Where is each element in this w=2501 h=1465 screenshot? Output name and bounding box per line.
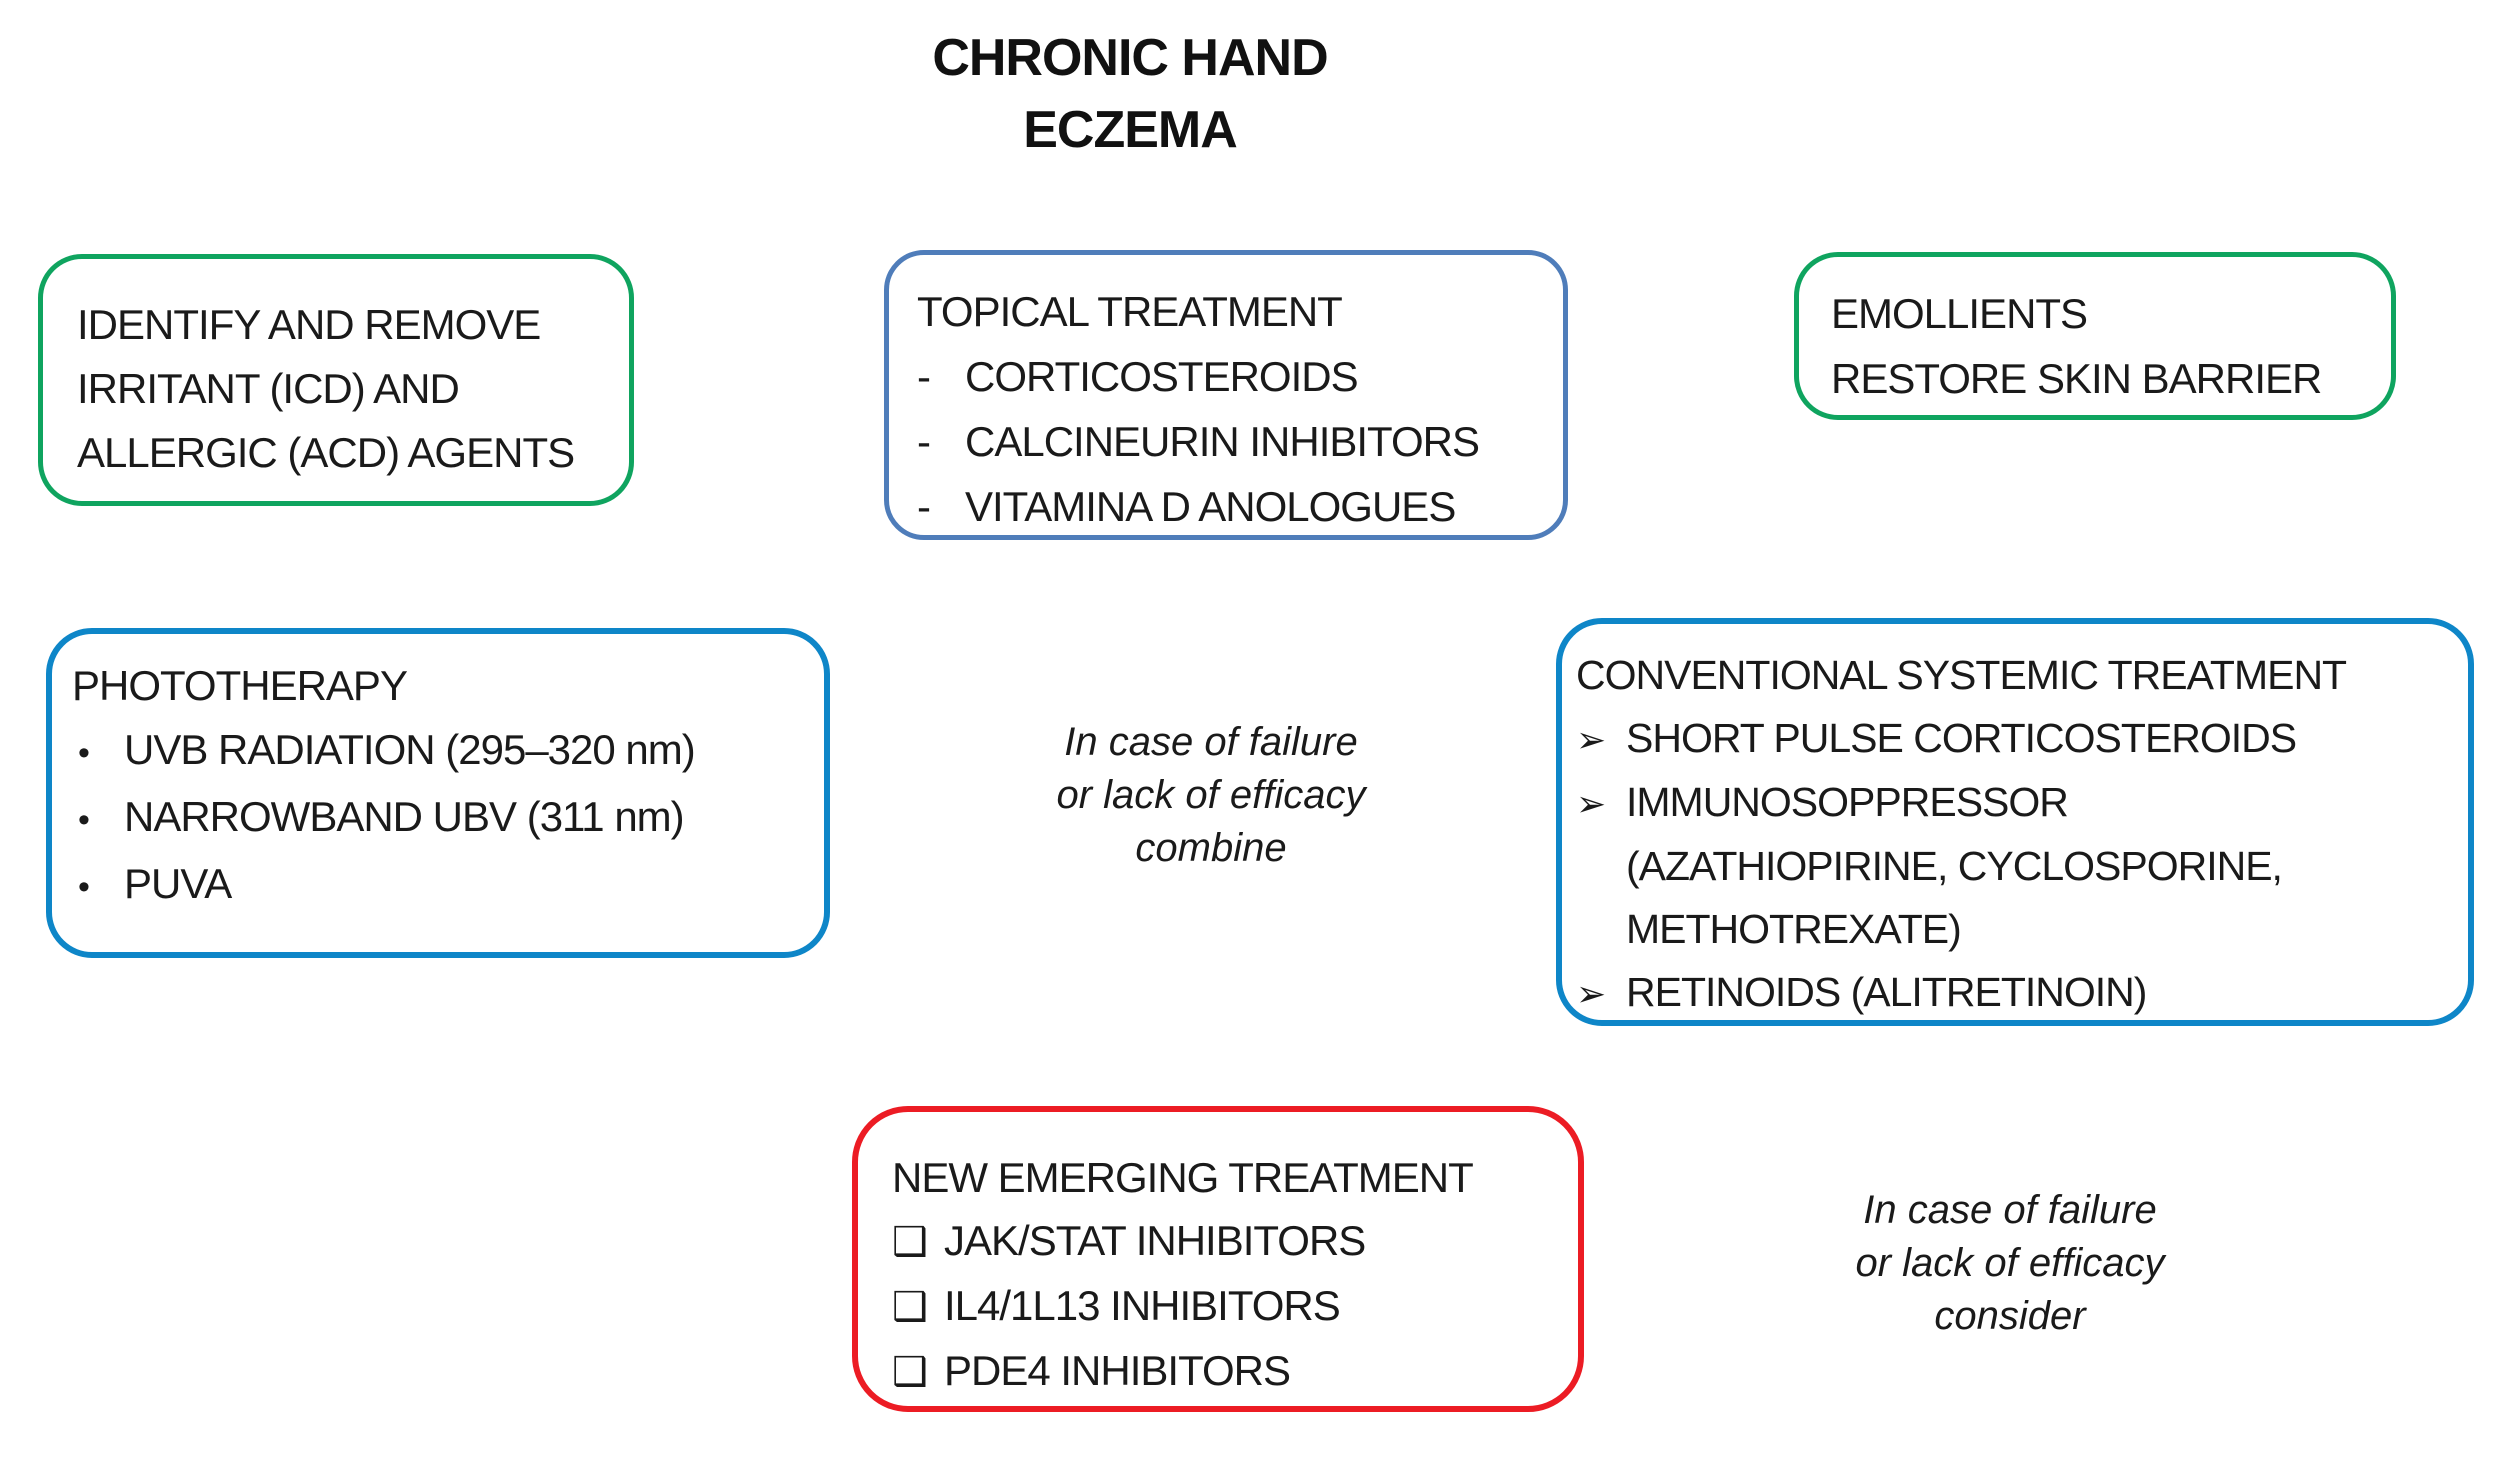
checkbox-bullet-icon: ❑ (892, 1350, 928, 1394)
arrow-bullet-icon: ➢ (1576, 719, 1606, 760)
note-line: or lack of efficacy (1056, 773, 1366, 817)
failure-consider-note: In case of failure or lack of efficacy c… (1830, 1184, 2190, 1343)
dot-bullet-icon: • (78, 868, 90, 906)
list-item: • NARROWBAND UBV (311 nm) (72, 785, 818, 852)
note-line: In case of failure (1064, 720, 1358, 764)
conventional-item-label: (AZATHIOPIRINE, CYCLOSPORINE, (1626, 843, 2283, 889)
emollients-box-line: RESTORE SKIN BARRIER (1831, 355, 2322, 402)
conventional-systemic-treatment-box: CONVENTIONAL SYSTEMIC TREATMENT ➢ SHORT … (1556, 618, 2474, 1026)
arrow-bullet-icon: ➢ (1576, 973, 1606, 1014)
note-line: In case of failure (1863, 1188, 2157, 1232)
list-item-continuation: METHOTREXATE) (1576, 898, 2464, 961)
dash-bullet-icon: - (917, 483, 931, 530)
list-item: - CALCINEURIN INHIBITORS (917, 409, 1555, 474)
note-line: or lack of efficacy (1855, 1241, 2165, 1285)
emollients-box-line: EMOLLIENTS (1831, 290, 2088, 337)
new-emerging-item-label: PDE4 INHIBITORS (944, 1347, 1291, 1394)
conventional-box-title: CONVENTIONAL SYSTEMIC TREATMENT (1576, 652, 2347, 698)
new-emerging-item-label: IL4/1L13 INHIBITORS (944, 1282, 1341, 1329)
topical-treatment-box: TOPICAL TREATMENT - CORTICOSTEROIDS - CA… (884, 250, 1568, 540)
dash-bullet-icon: - (917, 353, 931, 400)
new-emerging-treatment-box: NEW EMERGING TREATMENT ❑ JAK/STAT INHIBI… (852, 1106, 1584, 1412)
failure-combine-note: In case of failure or lack of efficacy c… (1016, 716, 1406, 875)
list-item: ➢ RETINOIDS (ALITRETINOIN) (1576, 961, 2464, 1025)
conventional-item-label: METHOTREXATE) (1626, 906, 1962, 952)
list-item: ➢ SHORT PULSE CORTICOSTEROIDS (1576, 707, 2464, 771)
new-emerging-box-title: NEW EMERGING TREATMENT (892, 1154, 1474, 1201)
title-line-1: CHRONIC HAND (932, 29, 1328, 87)
identify-box-line: IDENTIFY AND REMOVE (77, 301, 541, 348)
topical-item-label: VITAMINA D ANOLOGUES (965, 483, 1456, 530)
checkbox-bullet-icon: ❑ (892, 1285, 928, 1329)
identify-box-line: IRRITANT (ICD) AND (77, 365, 460, 412)
list-item: ❑ IL4/1L13 INHIBITORS (892, 1274, 1570, 1339)
phototherapy-item-label: UVB RADIATION (295–320 nm) (124, 726, 696, 773)
phototherapy-box-title: PHOTOTHERAPY (72, 662, 408, 709)
phototherapy-box: PHOTOTHERAPY • UVB RADIATION (295–320 nm… (46, 628, 830, 958)
arrow-bullet-icon: ➢ (1576, 783, 1606, 824)
conventional-item-label: RETINOIDS (ALITRETINOIN) (1626, 969, 2147, 1015)
list-item: ➢ IMMUNOSOPPRESSOR (1576, 771, 2464, 835)
note-line: consider (1934, 1294, 2086, 1338)
topical-box-title: TOPICAL TREATMENT (917, 288, 1343, 335)
dash-bullet-icon: - (917, 418, 931, 465)
identify-remove-agents-box: IDENTIFY AND REMOVE IRRITANT (ICD) AND A… (38, 254, 634, 506)
topical-item-label: CORTICOSTEROIDS (965, 353, 1359, 400)
list-item: • PUVA (72, 852, 818, 919)
list-item: - VITAMINA D ANOLOGUES (917, 474, 1555, 539)
new-emerging-item-label: JAK/STAT INHIBITORS (944, 1217, 1366, 1264)
list-item: • UVB RADIATION (295–320 nm) (72, 718, 818, 785)
conventional-item-label: IMMUNOSOPPRESSOR (1626, 779, 2069, 825)
identify-box-line: ALLERGIC (ACD) AGENTS (77, 429, 575, 476)
topical-item-label: CALCINEURIN INHIBITORS (965, 418, 1480, 465)
dot-bullet-icon: • (78, 734, 90, 772)
note-line: combine (1135, 826, 1287, 870)
checkbox-bullet-icon: ❑ (892, 1220, 928, 1264)
diagram-title: CHRONIC HAND ECZEMA (880, 22, 1380, 166)
list-item-continuation: (AZATHIOPIRINE, CYCLOSPORINE, (1576, 835, 2464, 898)
phototherapy-item-label: PUVA (124, 860, 232, 907)
list-item: - CORTICOSTEROIDS (917, 344, 1555, 409)
dot-bullet-icon: • (78, 801, 90, 839)
conventional-item-label: SHORT PULSE CORTICOSTEROIDS (1626, 715, 2297, 761)
title-line-2: ECZEMA (1023, 101, 1238, 159)
list-item: ❑ JAK/STAT INHIBITORS (892, 1209, 1570, 1274)
list-item: ❑ PDE4 INHIBITORS (892, 1339, 1570, 1404)
phototherapy-item-label: NARROWBAND UBV (311 nm) (124, 793, 685, 840)
emollients-box: EMOLLIENTS RESTORE SKIN BARRIER (1794, 252, 2396, 420)
